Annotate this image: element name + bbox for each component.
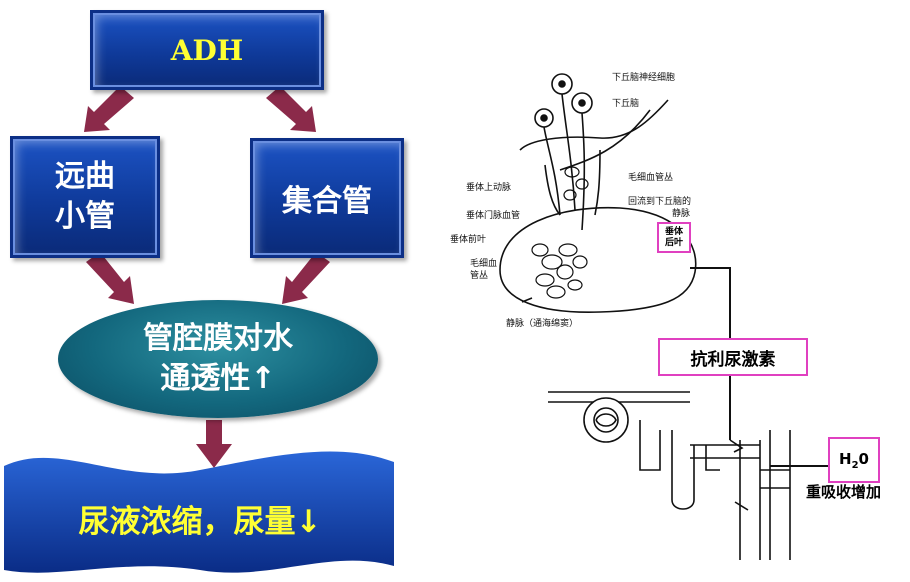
label-portal-vessel: 垂体门脉血管 [466,208,520,221]
adh-hormone-label: 抗利尿激素 [691,345,776,370]
permeability-ellipse: 管腔膜对水 通透性↑ [58,300,378,418]
water-h: H [839,450,852,468]
label-neuron: 下丘脑神经细胞 [612,70,675,83]
arrow-collecting-to-ellipse [282,252,330,304]
water-subscript: 2 [852,460,859,471]
arrow-ellipse-to-result [196,420,232,468]
distal-line-1: 远曲 [55,157,115,197]
label-anterior-lobe: 垂体前叶 [450,232,486,245]
water-o: 0 [859,450,869,468]
arrow-adh-to-distal [84,86,134,132]
permeability-line-1: 管腔膜对水 [143,319,293,359]
label-hypothalamus: 下丘脑 [612,96,639,109]
posterior-line-1: 垂体 [665,227,683,238]
distal-line-2: 小管 [55,197,115,237]
water-formula: H20 [839,450,869,471]
collecting-duct-box: 集合管 [250,138,404,258]
label-capillary-2: 管丛 [470,268,488,281]
collecting-label: 集合管 [282,176,372,220]
distal-tubule-box: 远曲 小管 [10,136,160,258]
arrow-distal-to-ellipse [86,252,134,304]
adh-label: ADH [171,34,243,67]
label-capillary-plexus: 毛细血管丛 [628,170,673,183]
label-return-vein-2: 静脉 [672,206,690,219]
label-superior-artery: 垂体上动脉 [466,180,511,193]
arrow-adh-to-collecting [266,86,316,132]
posterior-lobe-box: 垂体 后叶 [657,222,691,253]
adh-hormone-box: 抗利尿激素 [658,338,808,376]
result-text: 尿液浓缩，尿量↓ [20,496,380,541]
water-box: H20 [828,437,880,483]
permeability-line-2: 通透性↑ [160,359,275,399]
posterior-line-2: 后叶 [665,238,683,249]
reabsorption-label: 重吸收增加 [806,481,881,502]
label-vein: 静脉（通海绵窦） [506,316,578,329]
adh-box: ADH [90,10,324,90]
